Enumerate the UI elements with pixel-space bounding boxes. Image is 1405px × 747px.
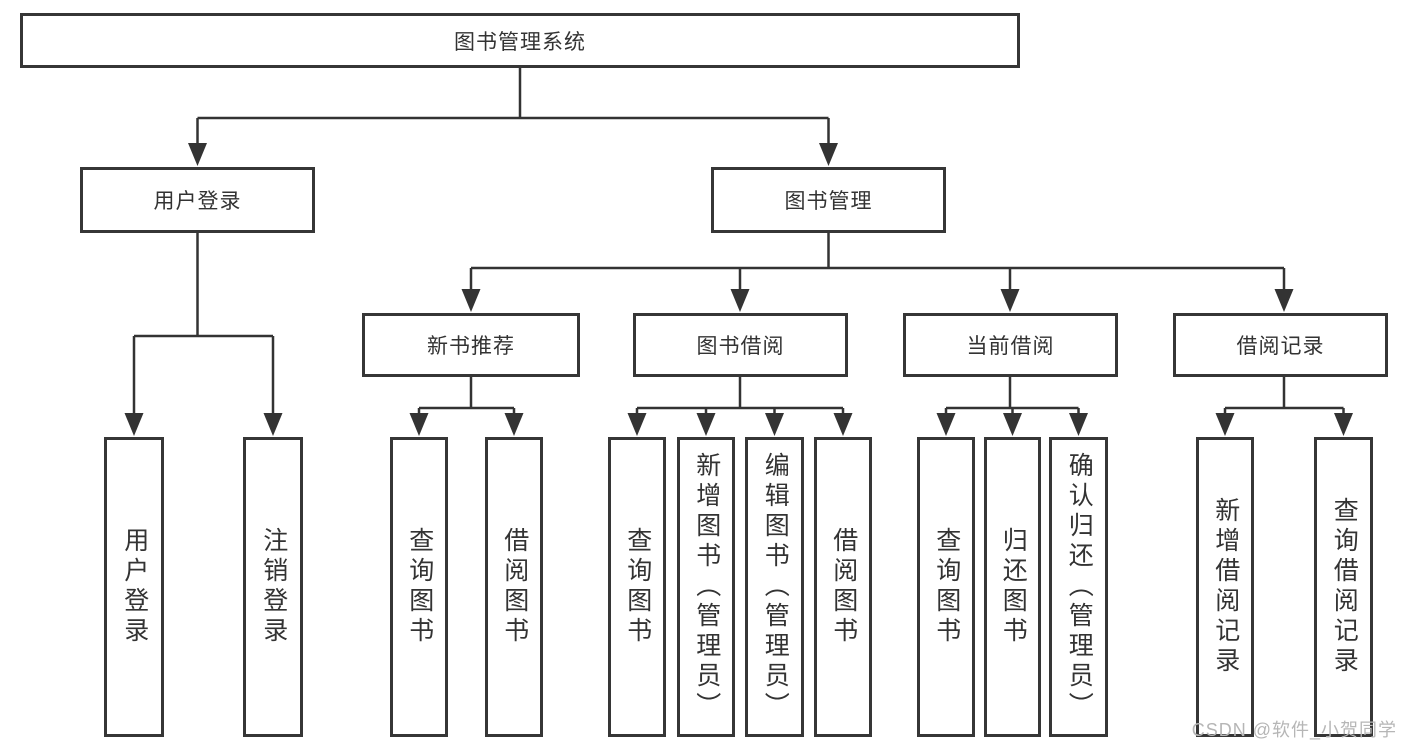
leaf-logout: 注销登录	[243, 437, 303, 737]
node-book-borrow: 图书借阅	[633, 313, 848, 377]
node-root: 图书管理系统	[20, 13, 1020, 68]
leaf-borrow-books: 借阅图书	[814, 437, 872, 737]
arrow-icon	[1000, 289, 1020, 312]
node-current-borrow: 当前借阅	[903, 313, 1118, 377]
arrow-icon	[730, 289, 750, 312]
leaf-add-borrow-record: 新增借阅记录	[1196, 437, 1254, 737]
leaf-return-books: 归还图书	[984, 437, 1041, 737]
leaf-edit-book-admin: 编辑图书（管理员）	[745, 437, 804, 737]
arrow-icon	[263, 413, 283, 436]
arrow-icon	[461, 289, 481, 312]
leaf-query-books-current: 查询图书	[917, 437, 975, 737]
arrow-icon	[936, 413, 956, 436]
leaf-borrow-books-recommend: 借阅图书	[485, 437, 543, 737]
node-book-management: 图书管理	[711, 167, 946, 233]
arrow-icon	[188, 143, 207, 166]
arrow-icon	[765, 413, 784, 436]
leaf-user-login: 用户登录	[104, 437, 164, 737]
node-borrow-records: 借阅记录	[1173, 313, 1388, 377]
arrow-icon	[833, 413, 853, 436]
arrow-icon	[1215, 413, 1235, 436]
arrow-icon	[1069, 413, 1088, 436]
arrow-icon	[1334, 413, 1353, 436]
leaf-query-books-borrow: 查询图书	[608, 437, 666, 737]
arrow-icon	[124, 413, 144, 436]
arrow-icon	[1003, 413, 1022, 436]
arrow-icon	[409, 413, 429, 436]
arrow-icon	[819, 143, 838, 166]
leaf-query-books-recommend: 查询图书	[390, 437, 448, 737]
node-new-book-recommend: 新书推荐	[362, 313, 580, 377]
leaf-query-borrow-record: 查询借阅记录	[1314, 437, 1373, 737]
leaf-add-book-admin: 新增图书（管理员）	[677, 437, 735, 737]
leaf-confirm-return-admin: 确认归还（管理员）	[1049, 437, 1108, 737]
csdn-watermark: CSDN @软件_小贺同学	[1191, 720, 1397, 740]
arrow-icon	[504, 413, 524, 436]
arrow-icon	[1274, 289, 1294, 312]
arrow-icon	[696, 413, 716, 436]
node-user-login: 用户登录	[80, 167, 315, 233]
arrow-icon	[627, 413, 647, 436]
